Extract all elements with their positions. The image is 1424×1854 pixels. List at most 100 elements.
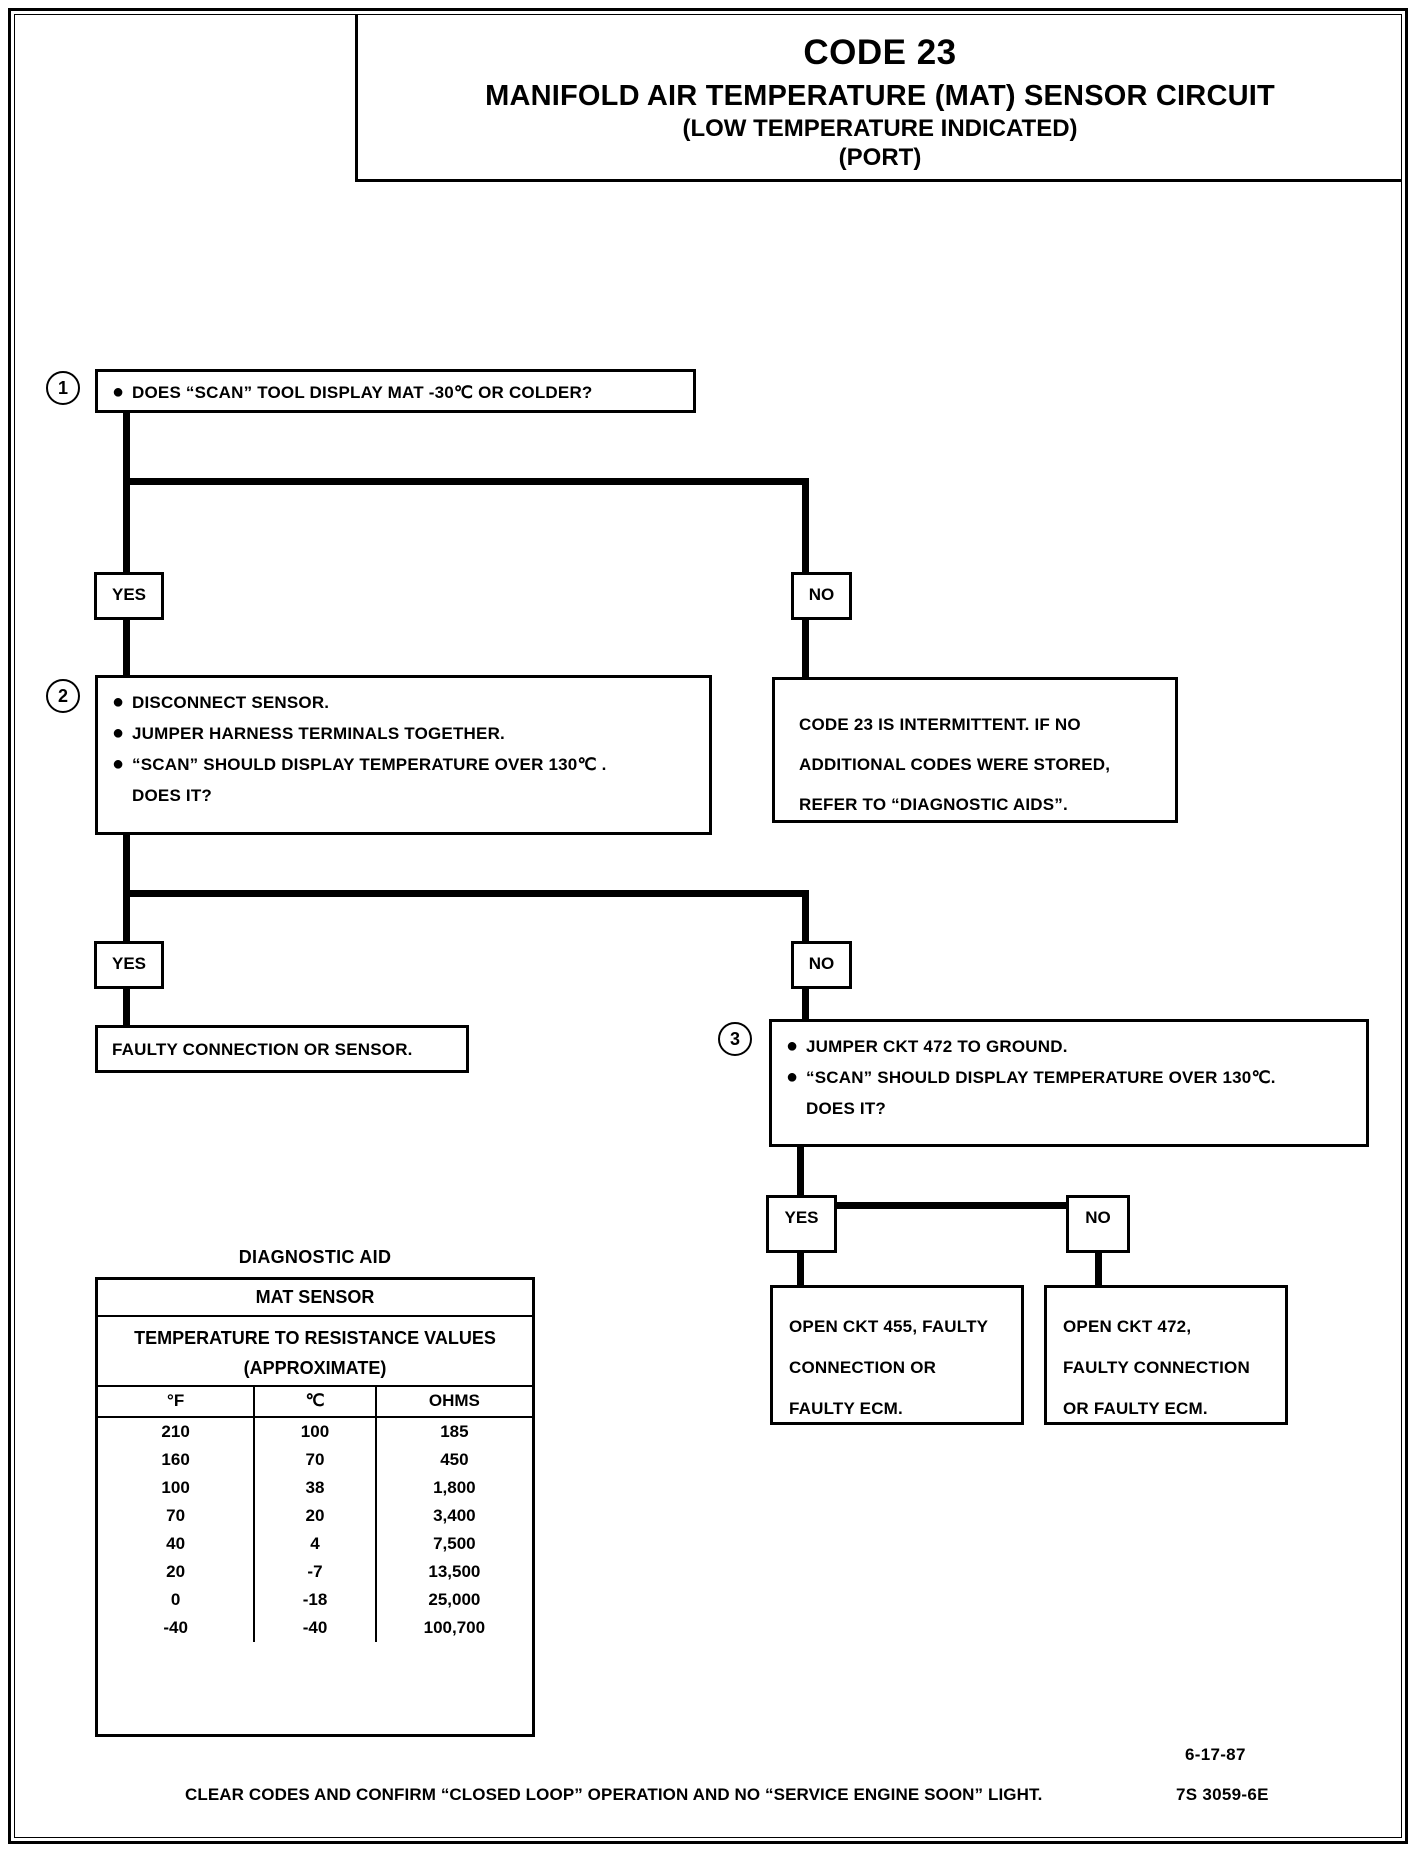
outcome-faulty-connection-box: FAULTY CONNECTION OR SENSOR. [95, 1025, 469, 1073]
cell-fahrenheit: 40 [98, 1530, 256, 1558]
branch-no-step1: NO [791, 572, 852, 620]
footer-document-id: 7S 3059-6E [1176, 1785, 1269, 1804]
outcome-open472-line-1: OPEN CKT 472, [1063, 1317, 1192, 1336]
cell-fahrenheit: -40 [98, 1614, 256, 1642]
connector-no2-to-step3 [802, 989, 809, 1020]
cell-celsius: 20 [254, 1502, 377, 1530]
step-2-box: ● DISCONNECT SENSOR. ● JUMPER HARNESS TE… [95, 675, 712, 835]
branch-yes-step3: YES [766, 1195, 837, 1253]
cell-fahrenheit: 100 [98, 1474, 256, 1502]
title-block: CODE 23 MANIFOLD AIR TEMPERATURE (MAT) S… [355, 14, 1402, 182]
diagnostic-aid-header-values-line1: TEMPERATURE TO RESISTANCE VALUES [134, 1328, 496, 1348]
connector-step1-split [123, 478, 809, 485]
cell-celsius: 38 [254, 1474, 377, 1502]
column-header-fahrenheit: °F [98, 1387, 256, 1418]
step-3-instruction-1: JUMPER CKT 472 TO GROUND. [806, 1037, 1068, 1056]
step-1-box: ● DOES “SCAN” TOOL DISPLAY MAT -30℃ OR C… [95, 369, 696, 413]
connector-step3-down [797, 1147, 804, 1209]
step-number-1: 1 [46, 371, 80, 405]
diagnostic-aid-header-values: TEMPERATURE TO RESISTANCE VALUES (APPROX… [98, 1317, 532, 1387]
branch-yes-step2: YES [94, 941, 164, 989]
table-row: -40-40 100,700 [98, 1614, 532, 1642]
connector-step1-down [123, 413, 130, 484]
cell-celsius: 100 [254, 1417, 377, 1446]
diagnostic-aid-table: MAT SENSOR TEMPERATURE TO RESISTANCE VAL… [95, 1277, 535, 1737]
connector-step1-yes-down [123, 478, 130, 573]
column-header-ohms: OHMS [375, 1387, 532, 1418]
connector-no3-to-outcome [1095, 1253, 1102, 1286]
column-header-celsius: ℃ [254, 1387, 377, 1418]
bullet-icon: ● [112, 722, 125, 744]
connector-step2-split [123, 890, 809, 897]
bullet-icon: ● [112, 753, 125, 775]
step-number-3: 3 [718, 1022, 752, 1056]
connector-yes2-to-outcome [123, 989, 130, 1026]
cell-celsius: -40 [254, 1614, 377, 1642]
outcome-open455-line-3: FAULTY ECM. [789, 1399, 903, 1418]
cell-fahrenheit: 210 [98, 1417, 256, 1446]
connector-step1-no-down [802, 478, 809, 573]
step-3-box: ● JUMPER CKT 472 TO GROUND. ● “SCAN” SHO… [769, 1019, 1369, 1147]
connector-no1-to-intermittent [802, 620, 809, 677]
step-3-question: DOES IT? [806, 1099, 886, 1118]
step-3-instruction-2: “SCAN” SHOULD DISPLAY TEMPERATURE OVER 1… [806, 1068, 1276, 1087]
branch-yes-step1: YES [94, 572, 164, 620]
footer-date: 6-17-87 [1185, 1745, 1246, 1764]
connector-yes3-to-outcome [797, 1253, 804, 1286]
page-title-sub: (LOW TEMPERATURE INDICATED) [682, 115, 1078, 142]
bullet-icon: ● [112, 691, 125, 713]
step-2-instruction-2: JUMPER HARNESS TERMINALS TOGETHER. [132, 724, 505, 743]
connector-step2-no-down [802, 890, 809, 942]
page-title-main: MANIFOLD AIR TEMPERATURE (MAT) SENSOR CI… [485, 80, 1275, 112]
cell-ohms: 3,400 [433, 1506, 476, 1525]
outcome-intermittent-line-1: CODE 23 IS INTERMITTENT. IF NO [799, 715, 1081, 734]
step-2-number-label: 2 [57, 686, 68, 706]
step-3-number-label: 3 [729, 1029, 740, 1049]
cell-ohms: 7,500 [433, 1534, 476, 1553]
outcome-open472-line-2: FAULTY CONNECTION [1063, 1358, 1250, 1377]
diagnostic-aid-header-values-line2: (APPROXIMATE) [243, 1358, 387, 1378]
cell-ohms: 450 [440, 1450, 469, 1469]
step-2-instruction-1: DISCONNECT SENSOR. [132, 693, 330, 712]
step-number-2: 2 [46, 679, 80, 713]
connector-step3-split [797, 1202, 1102, 1209]
outcome-open455-line-2: CONNECTION OR [789, 1358, 937, 1377]
cell-fahrenheit: 70 [98, 1502, 256, 1530]
diagnostic-aid-caption: DIAGNOSTIC AID [238, 1247, 392, 1267]
step-1-question: DOES “SCAN” TOOL DISPLAY MAT -30℃ OR COL… [132, 383, 593, 402]
diagnostic-aid-header-sensor: MAT SENSOR [98, 1280, 532, 1317]
page-outer-border [8, 8, 1408, 1844]
outcome-open472-line-3: OR FAULTY ECM. [1063, 1399, 1208, 1418]
outcome-open455-line-1: OPEN CKT 455, FAULTY [789, 1317, 989, 1336]
cell-fahrenheit: 160 [98, 1446, 256, 1474]
step-2-instruction-3: “SCAN” SHOULD DISPLAY TEMPERATURE OVER 1… [132, 755, 607, 774]
outcome-open-ckt-455-box: OPEN CKT 455, FAULTY CONNECTION OR FAULT… [770, 1285, 1024, 1425]
cell-ohms: 25,000 [428, 1590, 481, 1609]
cell-celsius: 70 [254, 1446, 377, 1474]
bullet-icon: ● [786, 1066, 799, 1088]
footer-note: CLEAR CODES AND CONFIRM “CLOSED LOOP” OP… [185, 1785, 1043, 1804]
step-2-question: DOES IT? [132, 786, 212, 805]
outcome-faulty-connection-text: FAULTY CONNECTION OR SENSOR. [112, 1040, 413, 1059]
cell-ohms: 100,700 [423, 1618, 486, 1637]
cell-ohms: 185 [440, 1422, 469, 1441]
outcome-intermittent-box: CODE 23 IS INTERMITTENT. IF NO ADDITIONA… [772, 677, 1178, 823]
page-inner-border [14, 14, 1402, 1838]
page-title-port: (PORT) [838, 144, 922, 171]
outcome-intermittent-line-3: REFER TO “DIAGNOSTIC AIDS”. [799, 795, 1068, 814]
cell-ohms: 1,800 [433, 1478, 476, 1497]
cell-celsius: -7 [254, 1558, 377, 1586]
table-header-row: °F ℃ OHMS [98, 1387, 532, 1418]
outcome-intermittent-line-2: ADDITIONAL CODES WERE STORED, [799, 755, 1111, 774]
outcome-open-ckt-472-box: OPEN CKT 472, FAULTY CONNECTION OR FAULT… [1044, 1285, 1288, 1425]
bullet-icon: ● [786, 1035, 799, 1057]
